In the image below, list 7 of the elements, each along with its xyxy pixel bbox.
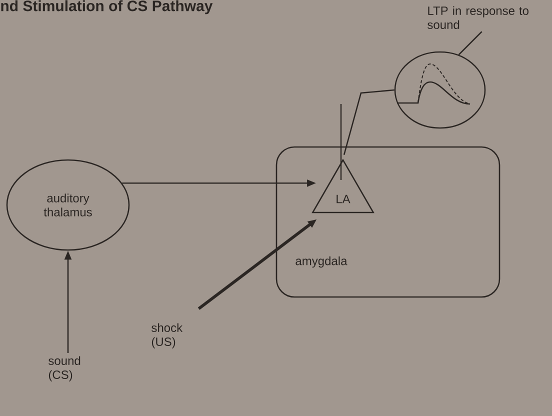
stimulus-label: sound (CS) — [48, 356, 80, 382]
title: nd Stimulation of CS Pathway — [1, 0, 213, 14]
oscilloscope-circle — [394, 51, 486, 129]
electrode-wire — [343, 89, 394, 156]
caption-text: LTP in response to sound — [428, 6, 528, 29]
stimulus-label: shock (US) — [152, 323, 183, 348]
leader-line — [458, 31, 482, 56]
